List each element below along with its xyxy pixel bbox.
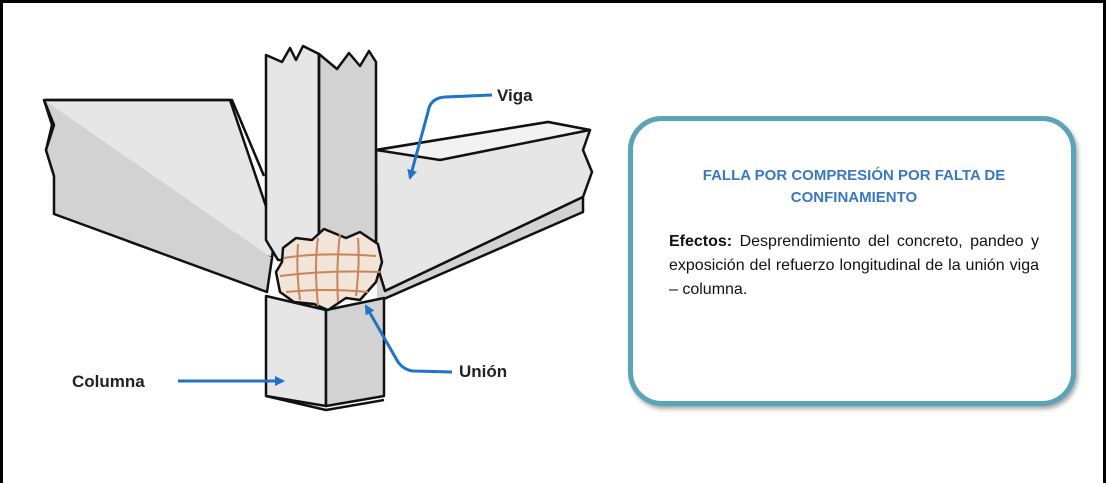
left-beam <box>42 98 277 294</box>
columna-label: Columna <box>72 372 145 391</box>
failure-title: FALLA POR COMPRESIÓN POR FALTA DE CONFIN… <box>702 167 1006 206</box>
right-beam <box>374 120 594 304</box>
lower-column <box>264 294 386 412</box>
cracked-joint <box>274 227 384 312</box>
failure-info-box: FALLA POR COMPRESIÓN POR FALTA DE CONFIN… <box>628 116 1076 406</box>
viga-arrow <box>407 93 493 180</box>
effects-label: Efectos: <box>669 233 733 250</box>
union-label: Unión <box>459 362 507 381</box>
viga-label: Viga <box>497 86 533 105</box>
union-arrow <box>364 304 453 374</box>
upper-column <box>264 44 378 262</box>
beam-column-joint-diagram: Viga Unión Columna <box>42 44 594 412</box>
effects-text: Desprendimiento del concreto, pandeo y e… <box>669 233 1039 298</box>
crack-lines <box>279 233 381 307</box>
effects-paragraph: Efectos: Desprendimiento del concreto, p… <box>669 230 1039 302</box>
